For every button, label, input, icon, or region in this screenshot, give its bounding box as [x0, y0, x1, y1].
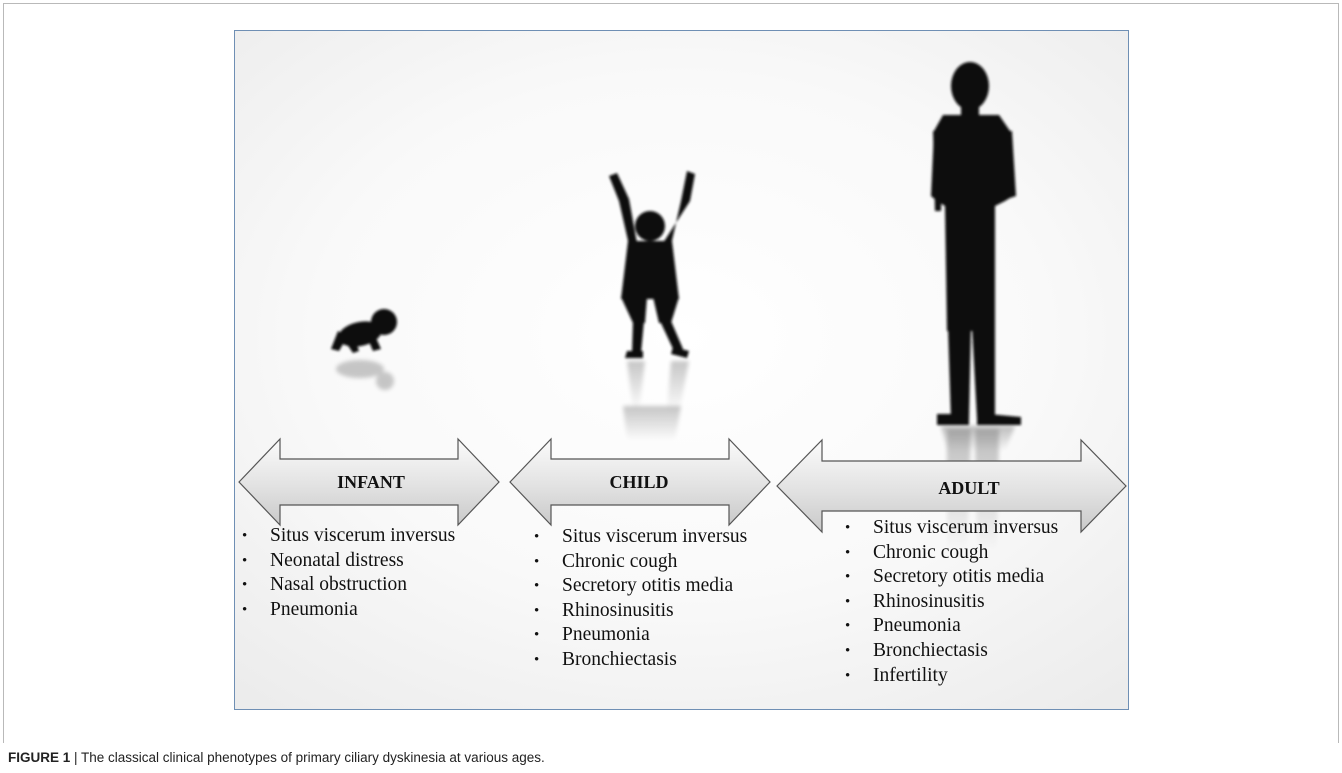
- adult-symptom-list: Situs viscerum inversus Chronic cough Se…: [843, 516, 1058, 688]
- list-item: Bronchiectasis: [843, 639, 1058, 664]
- list-item: Situs viscerum inversus: [532, 525, 747, 550]
- list-item: Pneumonia: [532, 623, 747, 648]
- infant-arrow: INFANT: [238, 437, 500, 527]
- child-silhouette: [609, 171, 695, 441]
- list-item: Bronchiectasis: [532, 648, 747, 673]
- list-item: Secretory otitis media: [843, 565, 1058, 590]
- list-item: Chronic cough: [532, 550, 747, 575]
- infant-silhouette: [331, 309, 397, 390]
- list-item: Nasal obstruction: [240, 573, 455, 598]
- list-item: Chronic cough: [843, 541, 1058, 566]
- list-item: Situs viscerum inversus: [843, 516, 1058, 541]
- adult-arrow: ADULT: [776, 438, 1127, 534]
- list-item: Rhinosinusitis: [532, 599, 747, 624]
- figure-caption: FIGURE 1 | The classical clinical phenot…: [8, 750, 545, 765]
- caption-separator: |: [70, 750, 82, 765]
- figure-frame: [3, 3, 1339, 743]
- list-item: Neonatal distress: [240, 549, 455, 574]
- figure-panel: INFANT CHILD ADULT Situs viscerum invers…: [234, 30, 1129, 710]
- infant-symptom-list: Situs viscerum inversus Neonatal distres…: [240, 524, 455, 622]
- list-item: Secretory otitis media: [532, 574, 747, 599]
- child-symptom-list: Situs viscerum inversus Chronic cough Se…: [532, 525, 747, 673]
- infant-label: INFANT: [337, 472, 405, 492]
- list-item: Pneumonia: [240, 598, 455, 623]
- child-label: CHILD: [609, 472, 668, 492]
- caption-text: The classical clinical phenotypes of pri…: [81, 750, 545, 765]
- adult-label: ADULT: [938, 478, 999, 498]
- figure-number: FIGURE 1: [8, 750, 71, 765]
- list-item: Situs viscerum inversus: [240, 524, 455, 549]
- child-arrow: CHILD: [509, 437, 771, 527]
- list-item: Pneumonia: [843, 614, 1058, 639]
- list-item: Infertility: [843, 664, 1058, 689]
- figure-artwork: INFANT CHILD ADULT: [238, 62, 1127, 551]
- list-item: Rhinosinusitis: [843, 590, 1058, 615]
